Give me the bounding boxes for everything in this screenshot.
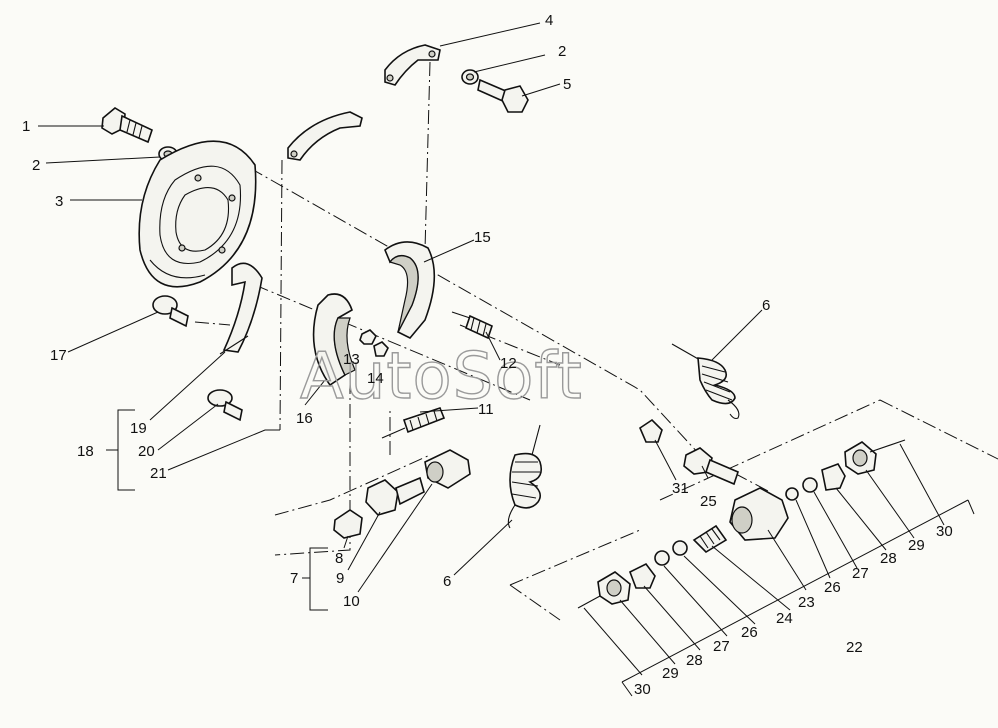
callout-17: 17: [50, 347, 67, 364]
part-6-return-spring-lower: [507, 424, 543, 529]
callout-9: 9: [336, 570, 344, 587]
callout-26: 26: [824, 579, 841, 596]
callout-18: 18: [77, 443, 94, 460]
callout-6: 6: [443, 573, 451, 590]
part-26-cup-left: [672, 540, 688, 556]
part-5-pivot-bolt: [477, 78, 529, 113]
callout-19: 19: [130, 420, 147, 437]
callout-21: 21: [150, 465, 167, 482]
callout-28: 28: [880, 550, 897, 567]
callout-6: 6: [762, 297, 770, 314]
part-11-shoe-spring: [381, 407, 446, 439]
callout-24: 24: [776, 610, 793, 627]
part-17-anchor-pin: [152, 295, 189, 328]
part-8-adjuster-plug: [333, 509, 363, 539]
callout-5: 5: [563, 76, 571, 93]
leader-lines: [38, 22, 945, 676]
callout-12: 12: [500, 355, 517, 372]
part-1-bolt: [101, 107, 153, 144]
callout-1: 1: [22, 118, 30, 135]
part-3-backing-plate: [138, 140, 257, 288]
part-14-pin: [373, 341, 389, 357]
part-21-shoe-web: [222, 262, 263, 353]
part-9-adjuster-nut: [365, 476, 425, 516]
part-31-bleeder-cap: [639, 418, 663, 443]
callout-30: 30: [634, 681, 651, 698]
callout-31: 31: [672, 480, 689, 497]
callout-3: 3: [55, 193, 63, 210]
part-2-washer-right: [461, 69, 479, 85]
part-30-pushrod-left: [577, 595, 601, 609]
part-10-adjuster-sleeve: [424, 449, 471, 489]
callout-2: 2: [32, 157, 40, 174]
part-26-cup-right: [785, 487, 799, 501]
callout-7: 7: [290, 570, 298, 587]
callout-23: 23: [798, 594, 815, 611]
part-20-lower-pin: [207, 389, 243, 422]
watermark: AutoSoft: [300, 340, 583, 414]
callout-13: 13: [343, 351, 360, 368]
part-27-piston-right: [802, 477, 818, 493]
callout-22: 22: [846, 639, 863, 656]
callout-11: 11: [478, 401, 494, 418]
part-28-seal-left: [628, 562, 656, 589]
part-29-boot-right: [844, 441, 877, 475]
group-bracket-7: [302, 547, 328, 611]
callout-20: 20: [138, 443, 155, 460]
part-15-brake-shoe: [384, 241, 436, 339]
callout-16: 16: [296, 410, 313, 427]
part-29-boot-left: [597, 571, 631, 605]
part-4-link-lever: [384, 44, 441, 86]
callout-2: 2: [558, 43, 566, 60]
part-13-nut: [359, 329, 377, 345]
callout-28: 28: [686, 652, 703, 669]
callout-15: 15: [474, 229, 491, 246]
part-23-wheel-cylinder: [729, 487, 789, 541]
callout-25: 25: [700, 493, 717, 510]
callout-29: 29: [662, 665, 679, 682]
part-25-bleeder-screw: [683, 447, 739, 486]
part-16-brake-shoe-front: [312, 293, 356, 387]
part-27-piston-left: [654, 550, 670, 566]
parking-brake-lever: [287, 111, 363, 161]
part-28-seal-right: [821, 463, 846, 491]
callout-29: 29: [908, 537, 925, 554]
callout-27: 27: [713, 638, 730, 655]
part-19-bracket: [219, 335, 249, 355]
part-12-adjuster-spring: [451, 311, 493, 340]
part-30-pushrod-right: [869, 439, 906, 453]
part-24-spring-left: [692, 524, 728, 554]
callout-4: 4: [545, 12, 553, 29]
callout-14: 14: [367, 370, 384, 387]
part-6-return-spring-upper: [671, 343, 740, 420]
callout-27: 27: [852, 565, 869, 582]
callout-26: 26: [741, 624, 758, 641]
callout-labels: 1 2 3 4 2 5 15 6 17 13 14 12 16 11 19 18…: [22, 12, 953, 698]
callout-30: 30: [936, 523, 953, 540]
callout-10: 10: [343, 593, 360, 610]
group-bracket-18: [106, 409, 135, 491]
group-bracket-22: [621, 499, 975, 697]
callout-8: 8: [335, 550, 343, 567]
